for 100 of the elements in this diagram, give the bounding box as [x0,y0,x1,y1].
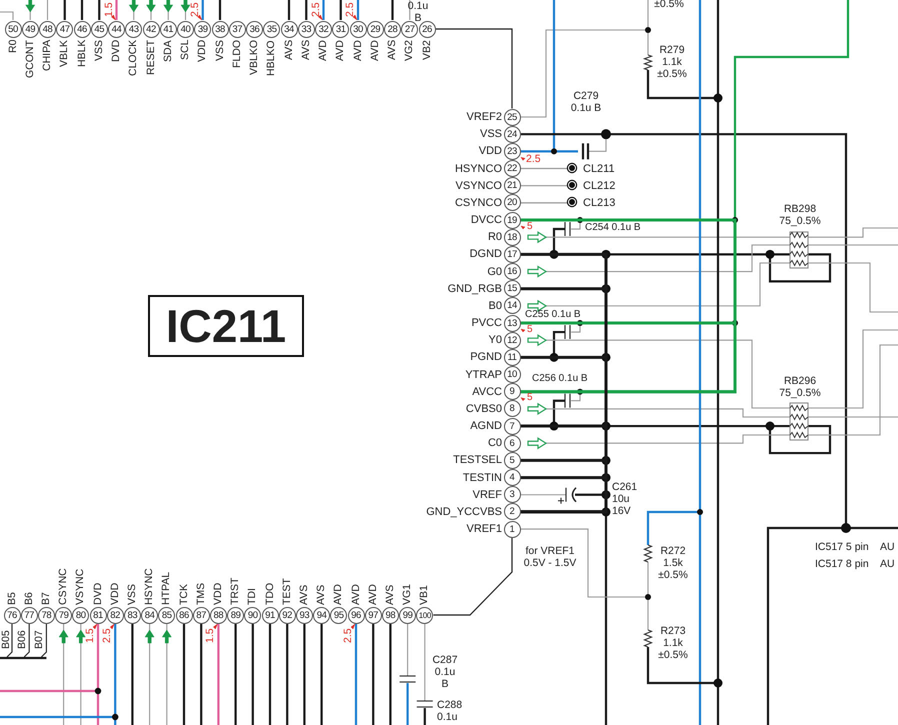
pin-circle: 49 [22,20,39,38]
pin-label: B7 [40,591,53,605]
pin-label: G0 [486,266,502,278]
pin-circle: 3 [504,486,520,504]
pin-circle: 16 [504,263,520,280]
test-point-label: CL211 [583,162,615,174]
pin-label: DVD [110,40,123,64]
pin-circle: 30 [350,20,366,38]
pin-circle: 19 [504,212,520,229]
test-point-label: CL213 [583,196,616,209]
component-label: C288 0.1u [437,699,464,723]
pin-circle: 47 [56,20,74,38]
pin-circle: 6 [504,434,520,452]
pin-label: CVBS0 [464,402,502,415]
pin-circle: 23 [504,142,520,160]
pin-label: VBLK [58,40,72,69]
pin-circle: 29 [366,20,384,38]
pin-circle: 85 [158,606,176,624]
pin-circle: 94 [313,606,330,624]
component-label: RB296 75_0.5% [778,375,822,399]
wire [436,28,513,108]
pin-label: AVD [332,583,346,605]
voltage-label: 2.5 [342,628,355,646]
pin-label: AVD [368,40,382,63]
pin-circle: 28 [384,20,401,38]
pin-circle: 27 [401,20,418,38]
component-label: C287 0.1u B [431,654,459,690]
pin-circle: 35 [263,20,280,38]
pin-label: TESTIN [462,472,502,484]
test-point [568,164,576,172]
pin-label: TEST [280,577,294,605]
pin-circle: 86 [176,606,192,624]
pin-circle: 31 [332,20,350,38]
pin-label: VSYNC [74,568,88,605]
pin-circle: 77 [20,606,38,624]
voltage-label: 5 [527,324,533,336]
voltage-label: 5 [527,220,533,233]
pin-circle: 20 [504,194,520,212]
pin-label: AVS [384,584,397,605]
pin-circle: 95 [330,606,348,624]
pin-circle: 97 [364,606,382,624]
pin-label: B5 [6,591,18,605]
pin-label: C0 [486,437,502,450]
pin-circle: 25 [504,108,520,126]
pin-label: HBLK [76,40,88,70]
pin-circle: 32 [315,20,332,38]
pin-label: VDD [212,582,225,605]
component-label: R279 1.1k ±0.5% [656,44,688,80]
pin-circle: 43 [125,20,142,38]
pin-label: TMS [194,582,208,605]
pin-label: VDD [478,145,502,158]
pin-label: AVD [366,583,380,605]
pin-circle: 89 [227,606,244,624]
pin-circle: 21 [504,177,520,194]
pin-circle: 76 [4,606,20,624]
pin-circle: 8 [504,400,520,418]
pin-label: CHIPA [41,40,54,74]
pin-circle: 79 [55,606,72,624]
component-label: B05 [0,630,13,652]
pin-label: CSYNC [57,567,70,605]
pin-label: AVS [282,40,296,62]
pin-label: HSYNCO [454,162,502,174]
pin-circle: 50 [4,20,22,38]
pin-circle: 15 [504,280,520,298]
pin-circle: 93 [296,606,313,624]
pin-label: DVCC [470,214,502,226]
pin-label: HBLKO [265,40,278,78]
pin-label: AVS [315,584,328,605]
pin-label: CSYNCO [454,196,502,209]
pin-circle: 11 [504,348,520,366]
pin-label: AVCC [471,386,502,398]
pin-label: R0 [486,231,502,244]
pin-label: VREF2 [466,111,502,123]
pin-label: VDD [108,582,122,605]
pin-label: HTPAL [160,570,174,605]
pin-circle: 24 [504,126,520,143]
pin-label: PVCC [470,317,502,330]
pin-circle: 12 [504,332,520,349]
voltage-label: 2.5 [310,2,322,20]
pin-label: RESET [144,40,158,78]
pin-label: VDD [196,40,210,64]
pin-label: B6 [22,591,36,605]
pin-label: TDO [264,582,276,605]
wire [433,538,513,616]
component-label: AU [880,541,895,553]
voltage-label: 2.5 [101,628,114,646]
pin-label: VSS [478,128,502,140]
pin-label: YTRAP [464,368,502,381]
pin-circle: 81 [90,606,106,624]
pin-circle: 22 [504,160,520,177]
pin-label: Y0 [488,334,502,346]
pin-label: VSYNCO [454,180,502,192]
pin-circle: 14 [504,297,520,314]
pin-circle: 88 [210,606,227,624]
pin-circle: 4 [504,469,520,486]
pin-label: VG2 [403,40,416,64]
pin-circle: 39 [194,20,212,38]
wire [520,202,567,204]
pin-circle: 98 [382,606,399,624]
pin-circle: 87 [192,606,210,624]
